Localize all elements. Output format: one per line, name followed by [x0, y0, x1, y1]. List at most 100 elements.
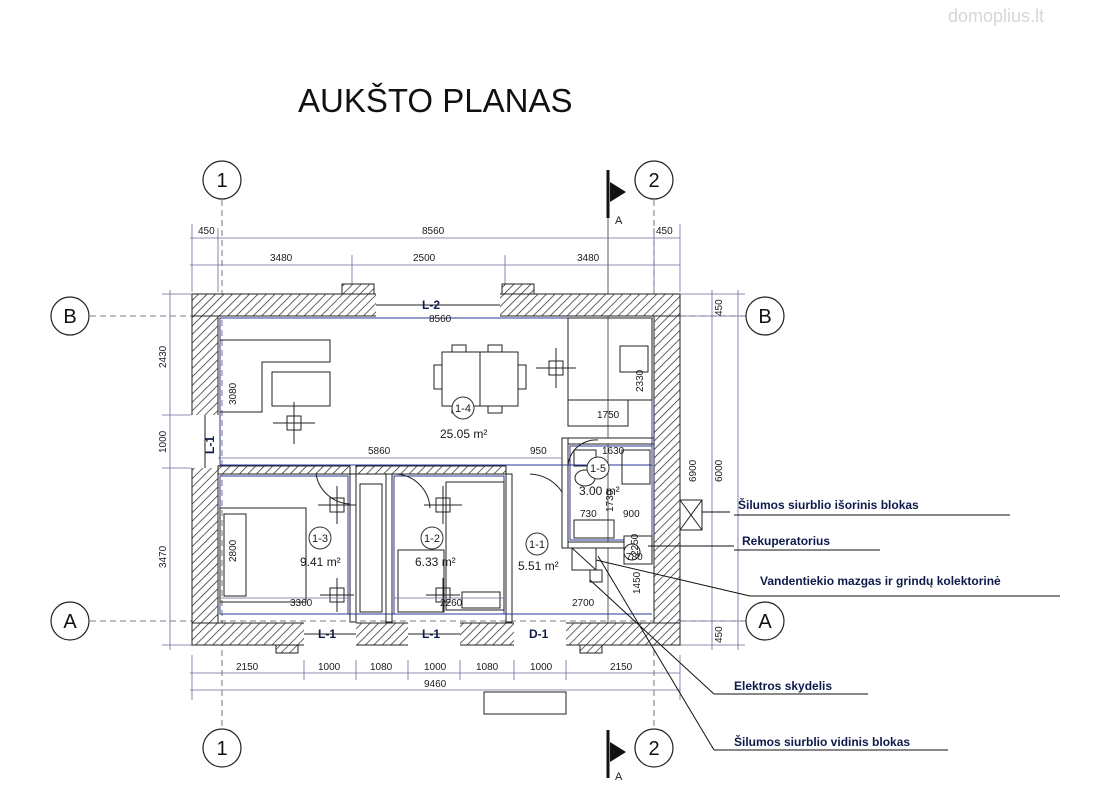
svg-text:450: 450: [714, 299, 725, 316]
room-1-3: 1-3 9.41 m²: [300, 526, 341, 569]
svg-text:A: A: [615, 215, 623, 227]
svg-text:2250: 2250: [630, 533, 641, 556]
top-dimensions: 450 8560 450 3480 2500 3480: [190, 224, 681, 292]
svg-text:B: B: [758, 306, 771, 328]
svg-text:1: 1: [216, 738, 227, 760]
svg-text:450: 450: [656, 226, 673, 237]
svg-text:8560: 8560: [429, 314, 452, 325]
svg-text:1080: 1080: [476, 662, 499, 673]
svg-text:2150: 2150: [236, 662, 259, 673]
room-1-5: 1-5 3.00 m²: [579, 456, 620, 498]
dining-table: [433, 344, 527, 414]
svg-text:9.41 m²: 9.41 m²: [300, 555, 341, 569]
svg-text:1-5: 1-5: [590, 463, 606, 475]
bed-1-3: [219, 507, 307, 603]
water-manifold-unit: [571, 547, 597, 571]
grid-bubble-b-right: B: [745, 296, 785, 336]
svg-text:2800: 2800: [228, 539, 239, 562]
svg-text:1-2: 1-2: [424, 533, 440, 545]
svg-text:450: 450: [198, 226, 215, 237]
door-tag-bottom: D-1: [529, 627, 549, 641]
grid-bubble-2-top: 2: [634, 160, 674, 200]
svg-text:A: A: [615, 771, 623, 783]
svg-text:1000: 1000: [318, 662, 341, 673]
svg-text:2: 2: [648, 170, 659, 192]
svg-text:Vandentiekio mazgas ir grindų: Vandentiekio mazgas ir grindų kolektorin…: [760, 574, 1001, 588]
left-dimensions: 2430 1000 3470: [158, 290, 192, 650]
svg-text:2260: 2260: [440, 598, 463, 609]
svg-text:A: A: [63, 611, 77, 633]
callout-water-manifold: Vandentiekio mazgas ir grindų kolektorin…: [595, 559, 1060, 597]
svg-text:6000: 6000: [714, 459, 725, 482]
kitchen-counter: [220, 317, 653, 427]
svg-text:3480: 3480: [577, 253, 600, 264]
ventilation-diffusers: [273, 348, 603, 612]
svg-text:1450: 1450: [632, 571, 643, 594]
svg-text:9460: 9460: [424, 679, 447, 690]
door-swings: [315, 439, 599, 509]
svg-text:1750: 1750: [597, 410, 620, 421]
section-marker-top: A: [606, 170, 626, 640]
svg-text:5860: 5860: [368, 446, 391, 457]
callout-recuperator: Rekuperatorius: [648, 534, 880, 551]
window-tag-bottom-2: L-1: [422, 627, 440, 641]
svg-text:2330: 2330: [635, 369, 646, 392]
recuperator-unit: [623, 535, 653, 565]
grid-bubble-a-right: A: [745, 601, 785, 641]
svg-text:A: A: [758, 611, 772, 633]
grid-bubble-2-bottom: 2: [634, 728, 674, 768]
interior-walls: [217, 437, 655, 623]
svg-text:1000: 1000: [158, 430, 169, 453]
openings: [191, 283, 603, 654]
window-tag-bottom-1: L-1: [318, 627, 336, 641]
room-1-4: 1-4 25.05 m²: [440, 396, 487, 441]
svg-text:1000: 1000: [530, 662, 553, 673]
callout-heat-pump-indoor: Šilumos siurblio vidinis blokas: [597, 555, 948, 751]
svg-text:B: B: [63, 306, 76, 328]
svg-text:900: 900: [623, 509, 640, 520]
watermark: domoplius.lt: [948, 6, 1044, 26]
svg-text:1730: 1730: [605, 489, 616, 512]
svg-text:3.00 m²: 3.00 m²: [579, 484, 620, 498]
bottom-dimensions: 2150 1000 1080 1000 1080 1000 2150 9460: [190, 655, 681, 700]
svg-text:1: 1: [216, 170, 227, 192]
svg-text:Elektros skydelis: Elektros skydelis: [734, 679, 832, 693]
svg-text:25.05 m²: 25.05 m²: [440, 427, 487, 441]
svg-text:730: 730: [580, 509, 597, 520]
svg-text:6.33 m²: 6.33 m²: [415, 555, 456, 569]
svg-text:Šilumos siurblio vidinis bloka: Šilumos siurblio vidinis blokas: [734, 734, 910, 749]
wardrobes: [359, 483, 445, 613]
grid-bubble-1-bottom: 1: [202, 728, 242, 768]
entrance-step: [483, 691, 567, 715]
svg-text:1080: 1080: [370, 662, 393, 673]
svg-text:780: 780: [626, 552, 643, 563]
window-tag-left: L-1: [203, 436, 217, 454]
svg-text:3470: 3470: [158, 545, 169, 568]
svg-text:2: 2: [648, 738, 659, 760]
grid-bubble-1-top: 1: [202, 160, 242, 200]
right-dimensions: 450 6900 6000 450: [680, 290, 745, 650]
svg-text:1-1: 1-1: [529, 539, 545, 551]
svg-text:Rekuperatorius: Rekuperatorius: [742, 534, 830, 548]
room-1-2: 1-2 6.33 m²: [415, 526, 456, 569]
svg-text:1-4: 1-4: [455, 403, 471, 415]
callout-heat-pump-outdoor: Šilumos siurblio išorinis blokas: [702, 497, 1010, 516]
page-title: AUKŠTO PLANAS: [298, 82, 573, 119]
svg-text:1-3: 1-3: [312, 533, 328, 545]
svg-text:1000: 1000: [424, 662, 447, 673]
svg-text:2150: 2150: [610, 662, 633, 673]
grid-bubble-b-left: B: [50, 296, 90, 336]
grid-bubble-a-left: A: [50, 601, 90, 641]
window-tag-top: L-2: [422, 298, 440, 312]
svg-text:2700: 2700: [572, 598, 595, 609]
svg-text:6900: 6900: [688, 459, 699, 482]
interior-dimensions: 8560 3080 5860 950 1750 2330 1630 1730 7…: [218, 314, 646, 609]
svg-text:2500: 2500: [413, 253, 436, 264]
svg-text:3080: 3080: [228, 382, 239, 405]
svg-text:8560: 8560: [422, 226, 445, 237]
bed-1-2: [445, 481, 505, 611]
svg-text:3480: 3480: [270, 253, 293, 264]
svg-text:1630: 1630: [602, 446, 625, 457]
room-1-1: 1-1 5.51 m²: [518, 532, 559, 573]
